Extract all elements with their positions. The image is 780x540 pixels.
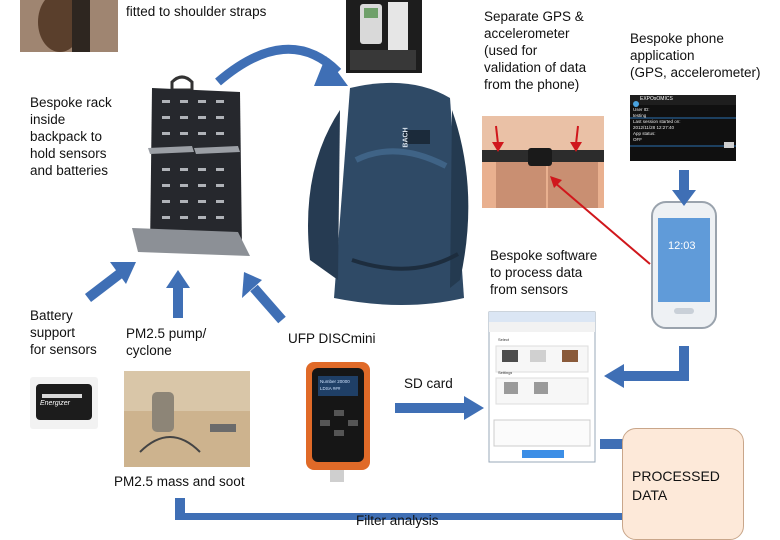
ufp-discmini-device bbox=[306, 362, 370, 482]
software-section-select: Select bbox=[498, 337, 510, 342]
disc-screen-line: Number 20000 bbox=[320, 379, 350, 384]
sensor-case-photo bbox=[346, 0, 422, 73]
battery-pack-photo bbox=[30, 377, 98, 429]
phone-app-title: EXPOsOMICS bbox=[640, 96, 673, 102]
battery-brand: Energizer bbox=[40, 400, 70, 407]
phone-app-row: testing bbox=[633, 113, 647, 118]
waist-gps-photo bbox=[482, 116, 604, 208]
label-bespoke-rack: Bespoke rack inside backpack to hold sen… bbox=[30, 95, 112, 178]
processed-data-box: PROCESSED DATA bbox=[622, 428, 744, 540]
phone-app-row: 2012/11/28 12:27:40 bbox=[633, 125, 674, 130]
software-section-settings: Settings bbox=[498, 370, 513, 375]
red-pointers bbox=[492, 125, 651, 265]
label-pm-pump: PM2.5 pump/ cyclone bbox=[126, 326, 207, 358]
disc-screen: Number 20000 LDSA ### bbox=[320, 378, 358, 392]
phone-app-row: App status: bbox=[633, 131, 656, 136]
phone-clock: 12:03 bbox=[668, 240, 696, 252]
phone-app-screenshot bbox=[630, 95, 736, 161]
label-gps-accelerometer: Separate GPS & accelerometer (used for v… bbox=[484, 9, 587, 92]
smartphone bbox=[651, 201, 717, 329]
label-pm-mass-soot: PM2.5 mass and soot bbox=[114, 474, 245, 489]
backpack bbox=[308, 82, 469, 305]
label-sd-card: SD card bbox=[404, 376, 453, 391]
backpack-brand: BACH bbox=[402, 127, 410, 148]
person-photo bbox=[20, 0, 118, 52]
phone-app-row: Last session started on: bbox=[633, 119, 681, 124]
disc-screen-line: LDSA ### bbox=[320, 386, 341, 391]
label-phone-application: Bespoke phone application (GPS, accelero… bbox=[630, 31, 761, 80]
phone-app-row: OFF bbox=[633, 137, 642, 142]
label-bespoke-software: Bespoke software to process data from se… bbox=[490, 248, 598, 297]
label-ufp-discmini: UFP DISCmini bbox=[288, 331, 376, 346]
label-filter-analysis: Filter analysis bbox=[356, 513, 439, 528]
phone-app-rows: User ID: testing Last session started on… bbox=[633, 107, 733, 143]
processed-data-label: PROCESSED DATA bbox=[632, 468, 720, 503]
software-window bbox=[488, 311, 596, 463]
diagram-canvas bbox=[20, 0, 736, 520]
bespoke-rack bbox=[132, 75, 250, 256]
pm-pump-photo bbox=[124, 371, 250, 467]
phone-app-row: User ID: bbox=[633, 107, 650, 112]
label-shoulder-straps: fitted to shoulder straps bbox=[126, 4, 267, 19]
label-battery-support: Battery support for sensors bbox=[30, 308, 97, 357]
